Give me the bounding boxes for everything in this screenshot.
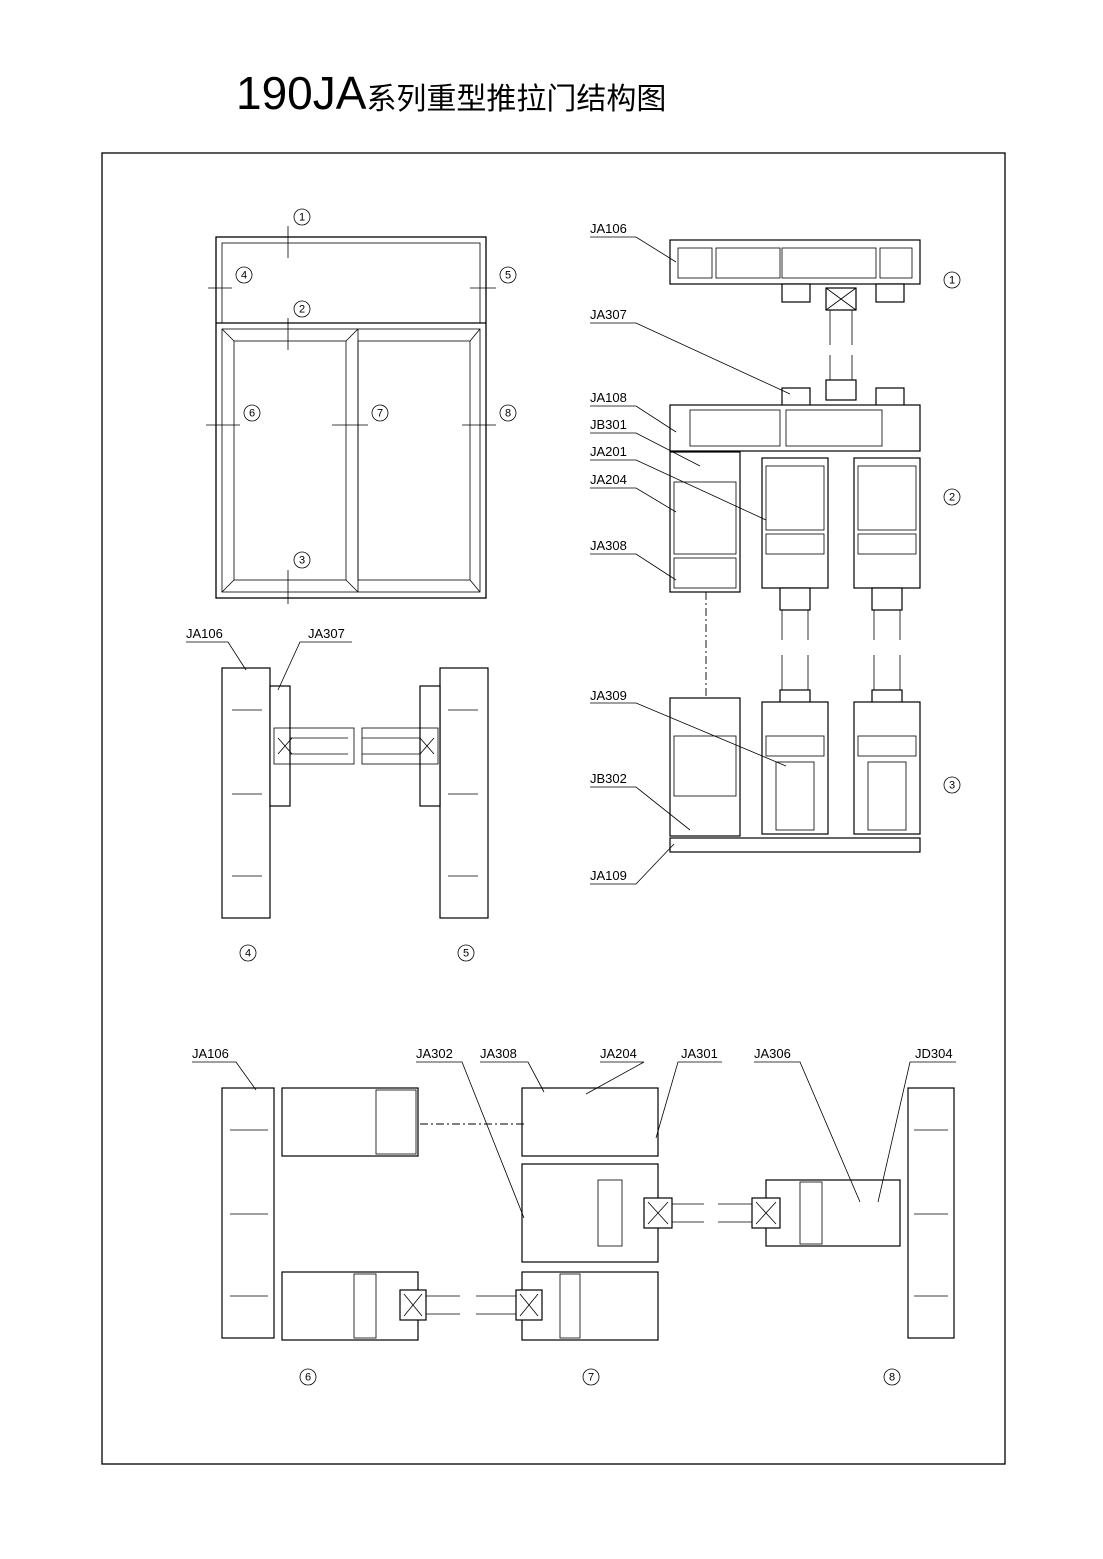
section-marker-4: 4	[235, 266, 253, 284]
part-label: JB302	[590, 771, 627, 786]
section-marker-number: 5	[505, 270, 511, 282]
part-label: JA106	[186, 626, 223, 641]
section-marker-number: 4	[241, 270, 247, 282]
part-label: JA204	[590, 472, 627, 487]
section-marker-number: 3	[299, 555, 305, 567]
section-marker-number: 1	[949, 275, 955, 287]
title-text: 系列重型推拉门结构图	[366, 82, 667, 117]
section-marker-number: 1	[299, 212, 305, 224]
page-title: 190JA系列重型推拉门结构图	[236, 70, 666, 116]
title-series: 190JA	[236, 67, 367, 119]
section-marker-3: 3	[293, 551, 311, 569]
section-marker-number: 2	[949, 492, 955, 504]
section-marker-number: 8	[505, 408, 511, 420]
section-7-interlock	[420, 1087, 673, 1341]
section-marker-number: 6	[305, 1372, 311, 1384]
section-marker-7: 7	[371, 404, 389, 422]
drawing-border	[101, 152, 1006, 1465]
section-marker-7: 7	[582, 1368, 600, 1386]
section-marker-1: 1	[293, 208, 311, 226]
part-label: JB301	[590, 417, 627, 432]
section-3-sill	[669, 689, 921, 853]
section-marker-4: 4	[239, 944, 257, 962]
part-label: JA309	[590, 688, 627, 703]
section-marker-number: 5	[463, 948, 469, 960]
section-marker-3: 3	[943, 776, 961, 794]
part-label: JA307	[590, 307, 627, 322]
part-label: JA301	[681, 1046, 718, 1061]
part-label: JA307	[308, 626, 345, 641]
section-6-left	[221, 1087, 427, 1341]
section-marker-number: 6	[249, 408, 255, 420]
section-marker-number: 8	[889, 1372, 895, 1384]
section-8-right	[751, 1087, 955, 1339]
section-1-head	[669, 239, 921, 380]
glass-lines	[290, 737, 752, 1315]
part-label: JA106	[192, 1046, 229, 1061]
part-label: JA204	[600, 1046, 637, 1061]
section-marker-number: 4	[245, 948, 251, 960]
part-label: JD304	[915, 1046, 953, 1061]
section-marker-2: 2	[293, 300, 311, 318]
part-label: JA201	[590, 444, 627, 459]
section-marker-5: 5	[457, 944, 475, 962]
part-label: JA108	[590, 390, 627, 405]
section-marker-number: 7	[588, 1372, 594, 1384]
section-marker-1: 1	[943, 271, 961, 289]
part-label: JA106	[590, 221, 627, 236]
part-label: JA306	[754, 1046, 791, 1061]
section-marker-2: 2	[943, 488, 961, 506]
part-label: JA109	[590, 868, 627, 883]
leader-lines	[186, 236, 956, 1219]
section-marker-number: 3	[949, 780, 955, 792]
section-marker-8: 8	[499, 404, 517, 422]
section-2-middle	[669, 379, 921, 698]
section-marker-6: 6	[299, 1368, 317, 1386]
part-label: JA308	[590, 538, 627, 553]
section-marker-6: 6	[243, 404, 261, 422]
section-marker-number: 7	[377, 408, 383, 420]
part-label: JA308	[480, 1046, 517, 1061]
section-4-left-jamb	[221, 667, 355, 919]
section-marker-8: 8	[883, 1368, 901, 1386]
section-5-right-jamb	[361, 667, 489, 919]
part-label: JA302	[416, 1046, 453, 1061]
section-marker-number: 2	[299, 304, 305, 316]
door-elevation	[206, 226, 496, 604]
section-marker-5: 5	[499, 266, 517, 284]
